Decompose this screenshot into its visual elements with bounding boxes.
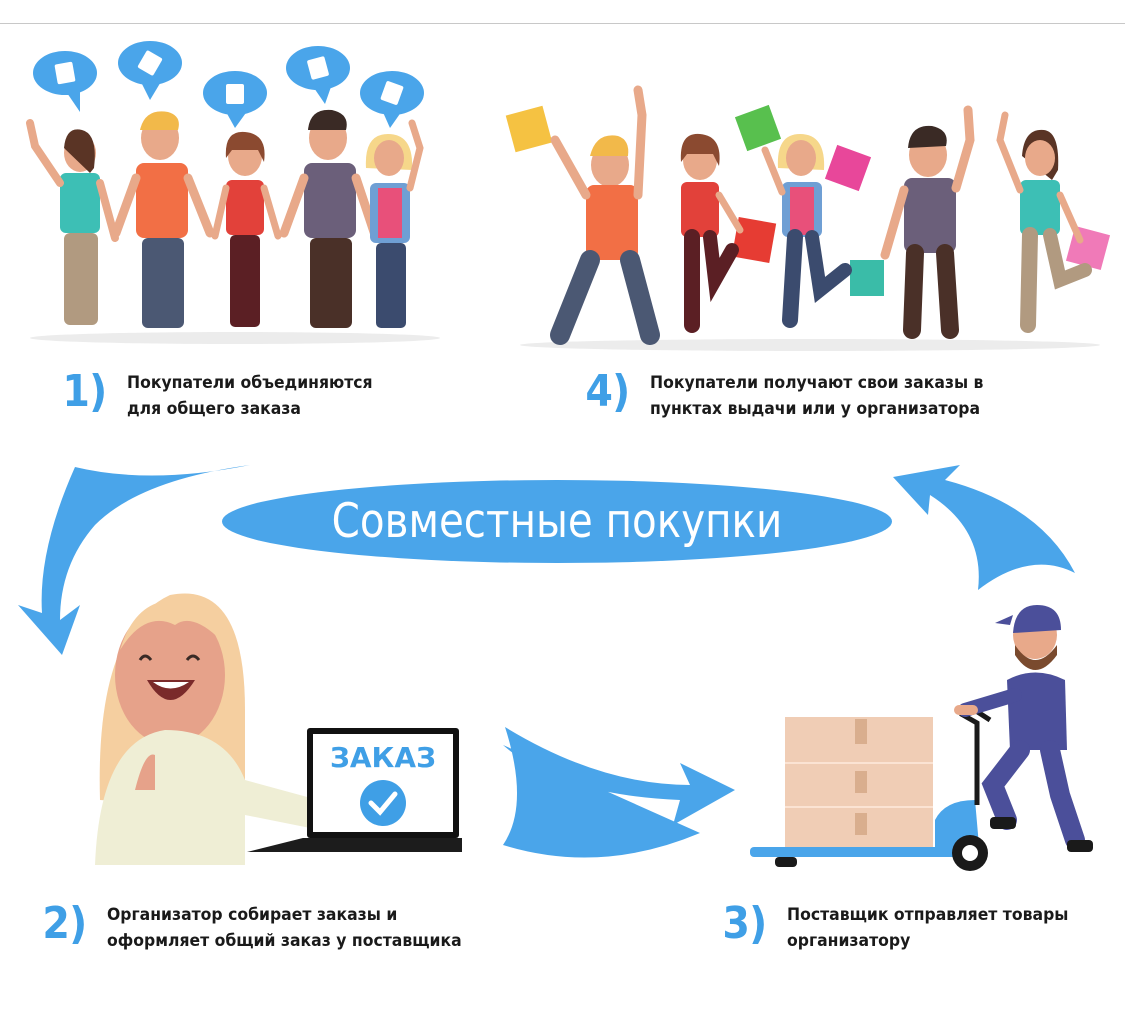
happy-buyers-illustration xyxy=(500,70,1120,355)
step-2-caption: 2) Организатор собирает заказы и оформля… xyxy=(40,902,492,954)
step-text-line: Поставщик отправляет товары xyxy=(786,905,1069,925)
step-number: 1) xyxy=(62,366,107,417)
pallet-jack-icon xyxy=(750,847,985,857)
organizer-illustration xyxy=(95,590,465,865)
step-text-line: Организатор собирает заказы и xyxy=(106,905,398,925)
step-text-line: организатору xyxy=(786,931,911,951)
step-number: 2) xyxy=(42,898,87,949)
arrow-down-left-icon xyxy=(18,465,250,655)
green-bag-icon xyxy=(734,104,782,152)
step-text-line: оформляет общий заказ у поставщика xyxy=(106,931,462,951)
pink-bag-icon xyxy=(1065,225,1111,271)
step-text-line: Покупатели объединяются xyxy=(126,373,373,393)
laptop-screen-label: ЗАКАЗ xyxy=(329,740,436,774)
step-1-caption: 1) Покупатели объединяются для общего за… xyxy=(60,370,394,422)
pink-bag-icon xyxy=(824,144,872,192)
step-number: 4) xyxy=(585,366,630,417)
group-buyers-illustration xyxy=(20,38,450,350)
top-divider xyxy=(0,23,1125,24)
arrow-right-icon xyxy=(503,727,735,858)
step-4-caption: 4) Покупатели получают свои заказы в пун… xyxy=(583,370,1012,422)
cycle-arrows xyxy=(0,455,1125,875)
step-number: 3) xyxy=(722,898,767,949)
step-text-line: пунктах выдачи или у организатора xyxy=(649,399,980,419)
title-text: Совместные покупки xyxy=(331,494,783,549)
step-text-line: Покупатели получают свои заказы в xyxy=(649,373,984,393)
laptop: ЗАКАЗ xyxy=(247,728,462,863)
yellow-bag-icon xyxy=(505,105,553,153)
step-text-line: для общего заказа xyxy=(126,399,301,419)
teal-bag-icon xyxy=(850,260,884,296)
step-3-caption: 3) Поставщик отправляет товары организат… xyxy=(720,902,1093,954)
supplier-illustration xyxy=(745,595,1120,875)
arrow-up-left-icon xyxy=(893,465,1075,590)
check-circle-icon xyxy=(360,779,406,826)
title-banner: Совместные покупки xyxy=(222,480,892,563)
